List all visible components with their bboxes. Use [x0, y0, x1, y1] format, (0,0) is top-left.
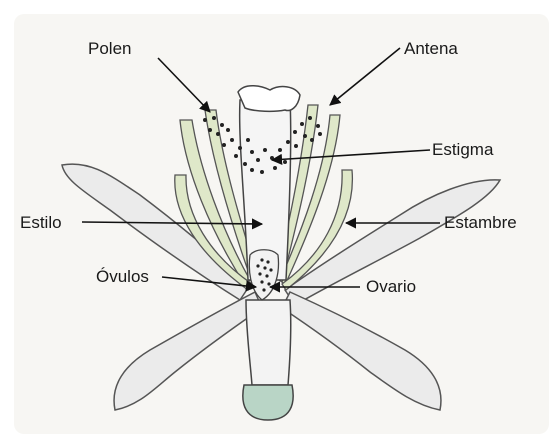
label-polen: Polen	[88, 39, 131, 58]
label-estigma: Estigma	[432, 140, 494, 159]
label-ovario: Ovario	[366, 277, 416, 296]
label-antena: Antena	[404, 39, 458, 58]
petal-lower-right	[282, 292, 441, 410]
label-estilo: Estilo	[20, 213, 62, 232]
stalk-base	[243, 385, 293, 420]
stalk	[246, 300, 291, 385]
pointer-estigma	[272, 150, 430, 160]
label-estambre: Estambre	[444, 213, 517, 232]
pointer-polen	[158, 58, 210, 112]
ovary-stalk	[243, 300, 293, 420]
label-ovulos: Óvulos	[96, 267, 149, 286]
pointer-antena	[330, 48, 400, 105]
petal-lower-left	[114, 292, 262, 410]
stigma	[238, 86, 300, 112]
